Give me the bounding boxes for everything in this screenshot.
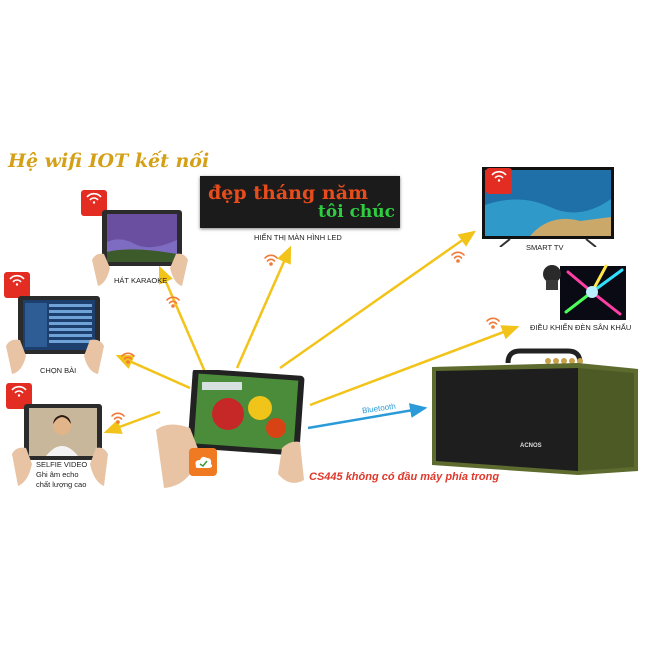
label-selfie-3: chất lượng cao — [36, 480, 86, 489]
main-tablet-image — [150, 370, 310, 490]
wifi-signal-icon — [452, 252, 464, 262]
label-selfie-2: Ghi âm echo — [36, 470, 79, 479]
song-list-tablet-image — [4, 294, 108, 376]
led-line-1: đẹp tháng năm — [208, 182, 368, 204]
label-selfie-1: SELFIE VIDEO — [36, 460, 87, 469]
led-display: đẹp tháng năm tôi chúc — [200, 176, 400, 228]
arrow-led — [237, 248, 290, 368]
led-label: HIỂN THỊ MÀN HÌNH LED — [254, 233, 342, 242]
wifi-signal-icon — [112, 413, 124, 423]
label-karaoke: HÁT KARAOKE — [114, 276, 167, 285]
label-smart-tv: SMART TV — [526, 243, 564, 252]
wifi-signal-icon — [487, 318, 499, 328]
wifi-signal-icon — [265, 255, 277, 265]
label-stage-light: ĐIỀU KHIỂN ĐÈN SÂN KHẤU — [530, 323, 631, 332]
speaker-image — [428, 345, 643, 475]
app-badge-icon — [486, 168, 512, 194]
cloud-app-icon — [189, 448, 217, 476]
stage-light-image — [542, 262, 630, 324]
label-choose-song: CHỌN BÀI — [40, 366, 76, 375]
speaker-note: CS445 không có đầu máy phía trong — [309, 471, 499, 483]
speaker-brand: ACNOS — [520, 443, 542, 449]
led-line-2: tôi chúc — [318, 202, 395, 222]
